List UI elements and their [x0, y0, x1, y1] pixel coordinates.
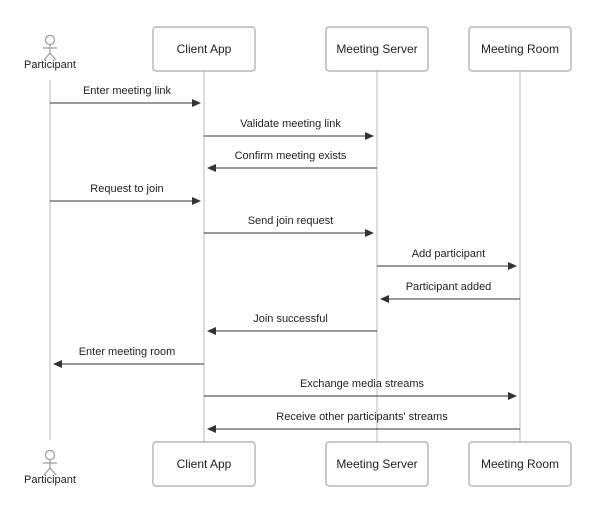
- participant-box-client-app-top: Client App: [152, 26, 256, 72]
- actor-label: Participant: [24, 474, 76, 486]
- participant-label: Meeting Server: [336, 457, 417, 471]
- message-label: Receive other participants' streams: [276, 411, 448, 423]
- participant-box-meeting-server-top: Meeting Server: [325, 26, 429, 72]
- participant-box-meeting-server-bottom: Meeting Server: [325, 441, 429, 487]
- message-label: Confirm meeting exists: [235, 150, 347, 162]
- arrowhead-icon: [380, 295, 389, 303]
- arrowhead-icon: [508, 262, 517, 270]
- message-1: Enter meeting link: [50, 85, 201, 107]
- arrowhead-icon: [207, 164, 216, 172]
- arrowhead-icon: [365, 132, 374, 140]
- participant-label: Meeting Room: [481, 42, 559, 56]
- message-7: Participant added: [380, 281, 520, 303]
- message-9: Enter meeting room: [53, 346, 204, 368]
- arrowhead-icon: [192, 99, 201, 107]
- message-label: Join successful: [253, 313, 328, 325]
- message-4: Request to join: [50, 183, 201, 205]
- arrowhead-icon: [53, 360, 62, 368]
- message-5: Send join request: [204, 215, 374, 237]
- participant-box-frame: [152, 26, 256, 72]
- participant-box-client-app-bottom: Client App: [152, 441, 256, 487]
- message-label: Add participant: [412, 248, 485, 260]
- message-3: Confirm meeting exists: [207, 150, 377, 172]
- participant-label: Client App: [177, 42, 232, 56]
- person-icon: [43, 449, 57, 476]
- arrowhead-icon: [508, 392, 517, 400]
- arrowhead-icon: [207, 327, 216, 335]
- arrowhead-icon: [207, 425, 216, 433]
- participant-label: Client App: [177, 457, 232, 471]
- message-label: Enter meeting link: [83, 85, 172, 97]
- participant-box-frame: [325, 26, 429, 72]
- participant-box-meeting-room-bottom: Meeting Room: [468, 441, 572, 487]
- message-label: Send join request: [248, 215, 334, 227]
- actor-participant-bottom: Participant: [24, 449, 76, 486]
- message-10: Exchange media streams: [204, 378, 517, 400]
- message-8: Join successful: [207, 313, 377, 335]
- message-label: Enter meeting room: [79, 346, 176, 358]
- message-label: Validate meeting link: [240, 118, 341, 130]
- arrowhead-icon: [365, 229, 374, 237]
- participant-box-frame: [325, 441, 429, 487]
- participant-box-frame: [468, 441, 572, 487]
- message-11: Receive other participants' streams: [207, 411, 520, 433]
- arrowhead-icon: [192, 197, 201, 205]
- actor-participant-top: Participant: [24, 34, 76, 71]
- participant-label: Meeting Room: [481, 457, 559, 471]
- participant-box-frame: [468, 26, 572, 72]
- participant-box-frame: [152, 441, 256, 487]
- participant-box-meeting-room-top: Meeting Room: [468, 26, 572, 72]
- message-6: Add participant: [377, 248, 517, 270]
- message-label: Exchange media streams: [300, 378, 425, 390]
- message-2: Validate meeting link: [204, 118, 374, 140]
- participant-label: Meeting Server: [336, 42, 417, 56]
- message-label: Participant added: [406, 281, 492, 293]
- person-icon: [43, 34, 57, 61]
- message-label: Request to join: [90, 183, 163, 195]
- actor-label: Participant: [24, 59, 76, 71]
